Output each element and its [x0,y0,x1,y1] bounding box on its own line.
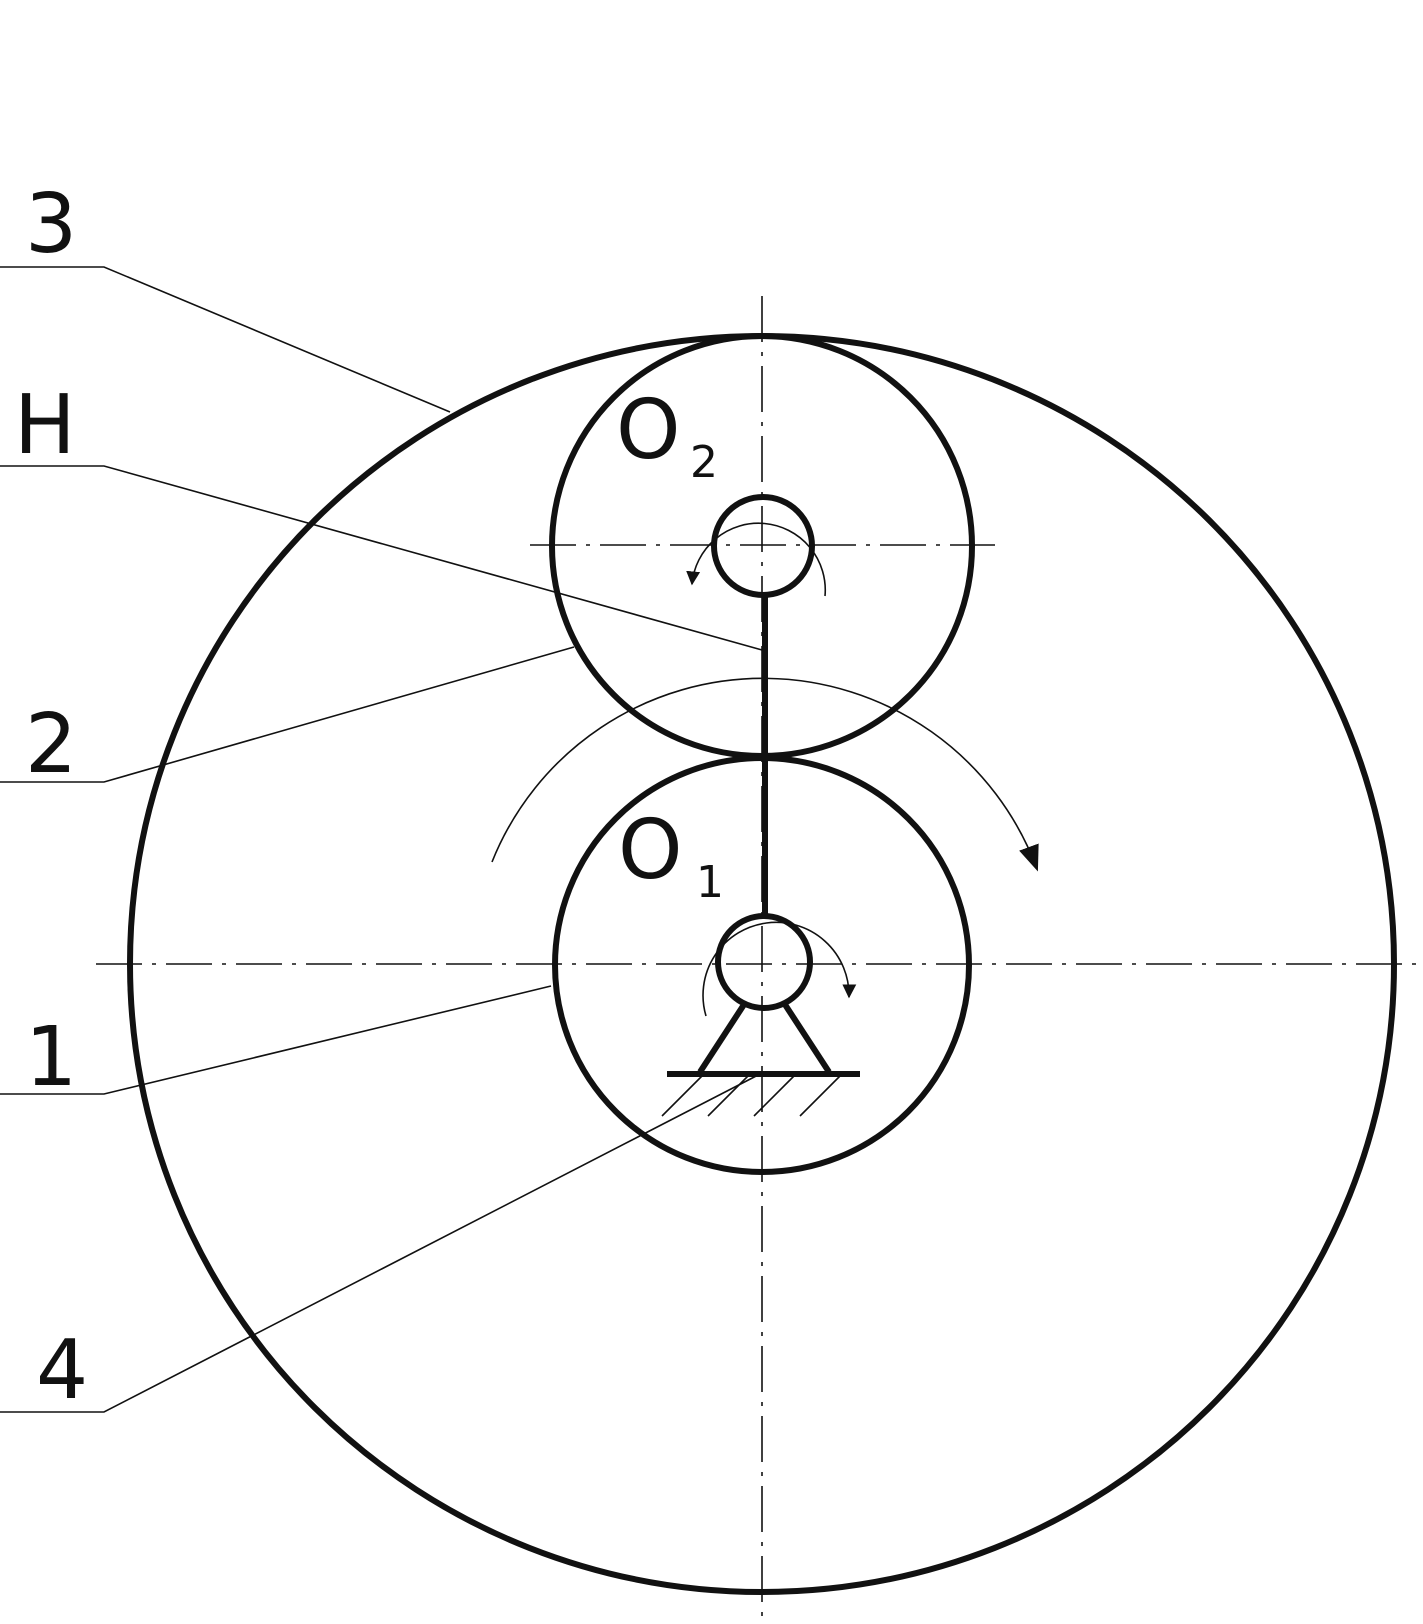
center-label-o1-subscript: 1 [696,857,724,908]
rotation-arrow-o2 [686,522,827,597]
center-label-o1: O [618,803,683,898]
callout-label-h: H [14,378,76,473]
leader-line-4 [0,1072,763,1413]
leader-line-h [0,465,763,651]
rotation-arrow-carrier [491,677,1039,872]
callout-label-1: 1 [25,1010,77,1105]
rotation-arrow-o1 [702,921,857,1017]
center-label-o2: O [616,383,681,478]
callout-label-2: 2 [25,697,77,792]
callout-label-4: 4 [36,1323,88,1418]
planet-pin-o2 [711,494,815,598]
leader-line-3 [0,266,451,413]
sun-pin-o1 [715,913,813,1011]
ground-support-4 [661,1001,860,1117]
center-label-o2-subscript: 2 [690,437,718,488]
leader-line-2 [0,646,575,783]
leader-line-1 [0,985,552,1095]
callout-label-3: 3 [25,177,77,272]
